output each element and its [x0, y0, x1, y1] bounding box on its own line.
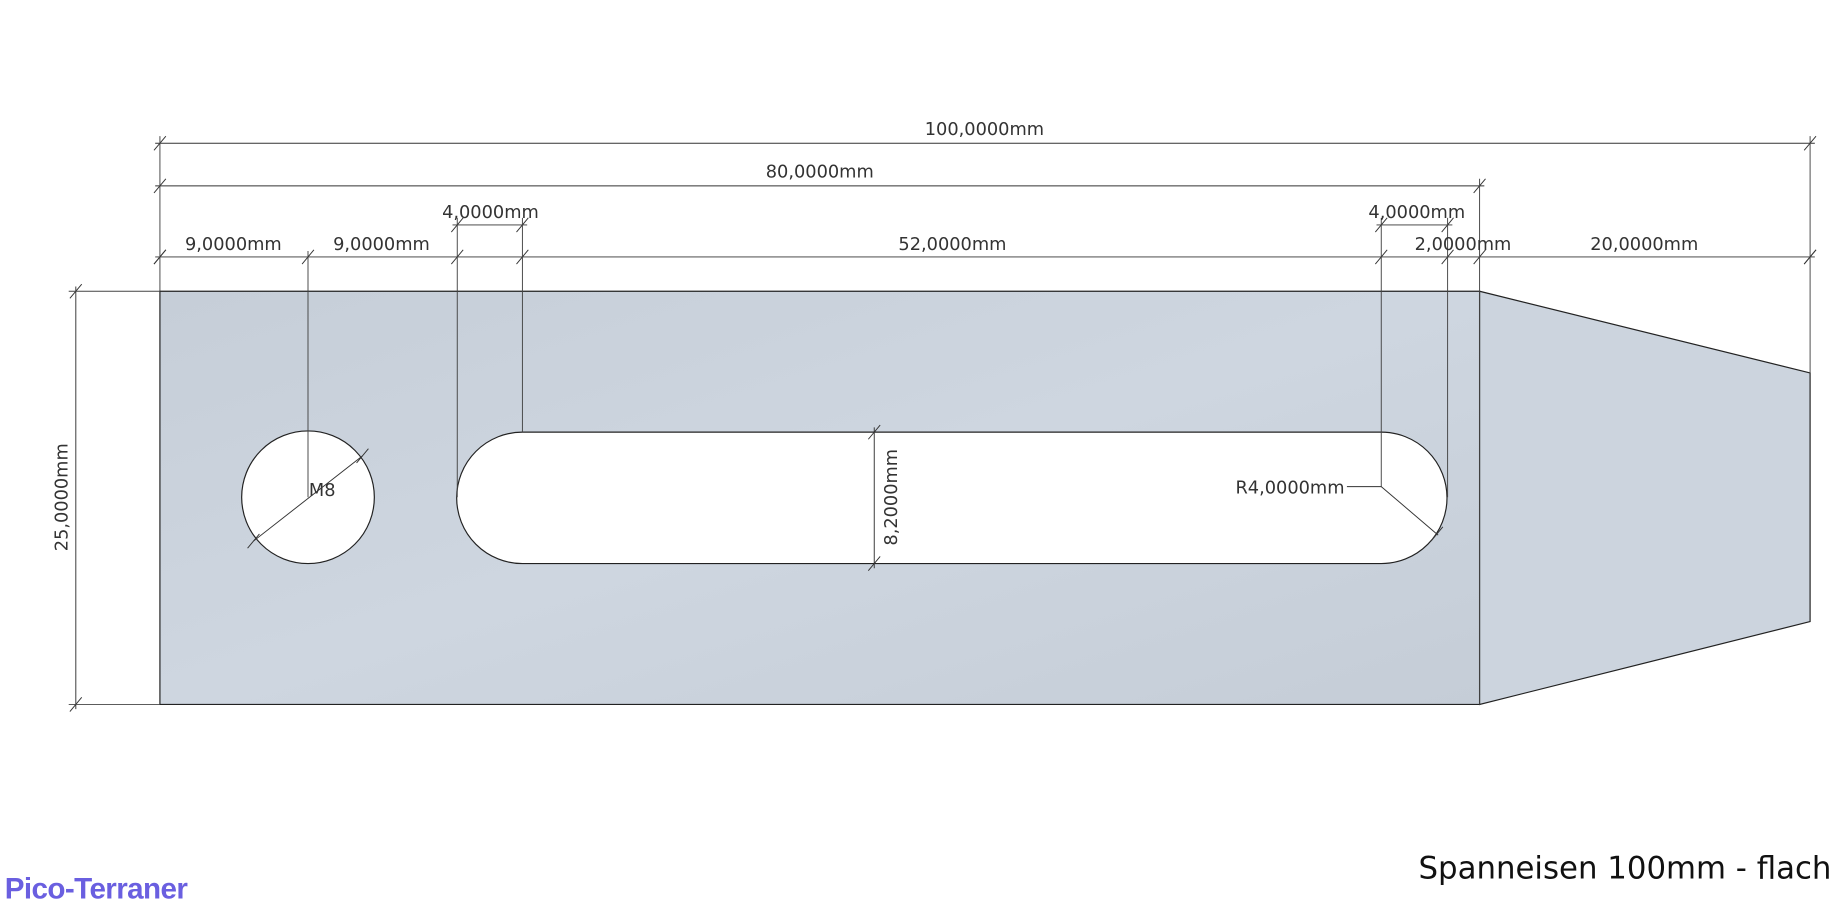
drawing-title: Spanneisen 100mm - flach: [1419, 850, 1832, 886]
part-taper: [1478, 290, 1811, 706]
dimension-lines: [68, 135, 1817, 712]
dim-overall-length: 100,0000mm: [925, 120, 1044, 140]
dimension-tick: [867, 556, 881, 571]
thread-leader: [253, 455, 363, 542]
radius-leader: [1380, 486, 1439, 536]
dim-slot-width: 8,2000mm: [882, 449, 902, 546]
logo: Pico-Terraner: [5, 873, 189, 906]
dim-flat-length: 80,0000mm: [766, 163, 874, 183]
dim-slot-radius-right: 4,0000mm: [1368, 203, 1465, 223]
dimension-tick: [356, 448, 369, 464]
dimension-tick: [1430, 526, 1444, 542]
slot: [456, 431, 1448, 565]
dim-taper-length: 20,0000mm: [1590, 235, 1698, 255]
dim-hole-offset: 9,0000mm: [185, 235, 282, 255]
dim-slot-to-edge: 2,0000mm: [1415, 235, 1512, 255]
dim-thread: M8: [309, 481, 336, 501]
dimension-tick: [867, 424, 881, 440]
dim-slot-end-radius: R4,0000mm: [1235, 479, 1344, 499]
dim-height: 25,0000mm: [53, 443, 73, 551]
dim-slot-radius-left: 4,0000mm: [442, 203, 539, 223]
dimension-tick: [247, 533, 260, 549]
dim-hole-to-slot: 9,0000mm: [333, 235, 430, 255]
dim-slot-straight: 52,0000mm: [898, 235, 1006, 255]
